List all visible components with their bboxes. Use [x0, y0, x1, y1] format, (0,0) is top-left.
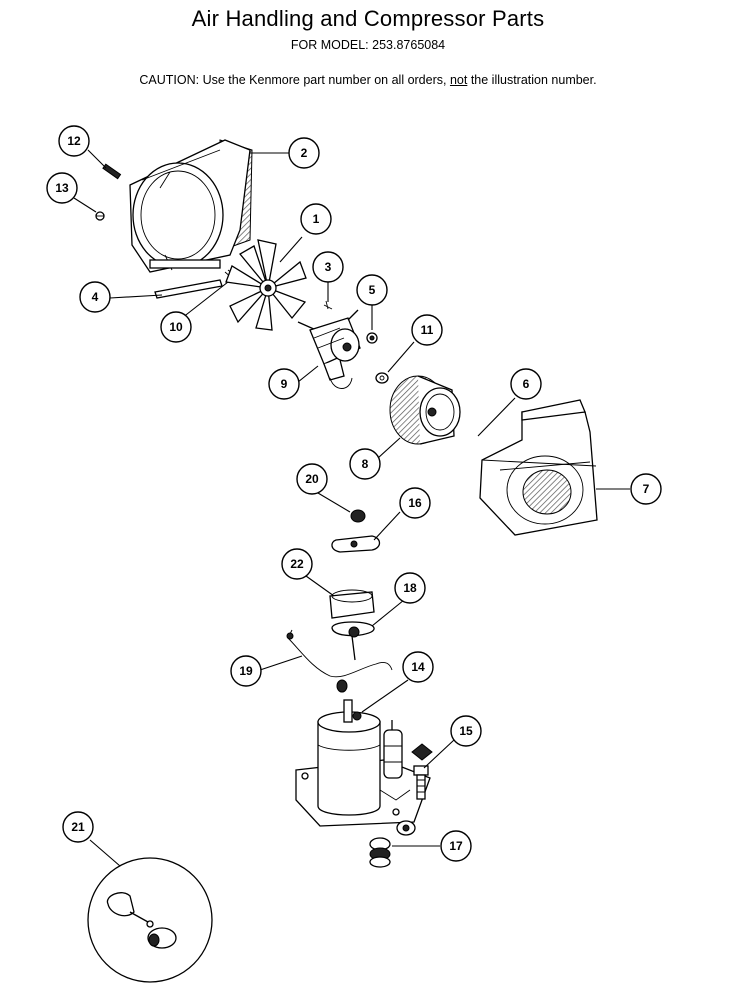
callout-4: 4 [79, 281, 111, 313]
wire-harness [286, 629, 393, 693]
svg-text:18: 18 [403, 581, 417, 595]
svg-text:9: 9 [281, 377, 288, 391]
svg-text:3: 3 [325, 260, 332, 274]
svg-text:15: 15 [459, 724, 473, 738]
caution-emphasis: not [449, 73, 468, 87]
page-title: Air Handling and Compressor Parts [191, 6, 545, 31]
callout-17: 17 [440, 830, 472, 862]
svg-text:19: 19 [239, 664, 253, 678]
callout-19: 19 [230, 655, 262, 687]
callout-6: 6 [510, 368, 542, 400]
screw-small-part [323, 300, 333, 310]
fan-blade [225, 239, 307, 331]
svg-text:12: 12 [67, 134, 81, 148]
svg-text:21: 21 [71, 820, 85, 834]
compressor-nut [350, 509, 366, 523]
callout-21: 21 [62, 811, 94, 843]
callout-9: 9 [268, 368, 300, 400]
callout-20: 20 [296, 463, 328, 495]
svg-text:13: 13 [55, 181, 69, 195]
nut-washer-stack [369, 820, 416, 868]
nut-part [366, 332, 378, 344]
svg-text:11: 11 [421, 323, 434, 337]
terminal-bolt [411, 743, 433, 800]
detail-kit [87, 857, 213, 983]
callout-2: 2 [288, 137, 320, 169]
callout-10: 10 [160, 311, 192, 343]
blower-housing [479, 399, 598, 536]
svg-text:7: 7 [643, 482, 650, 496]
callout-18: 18 [394, 572, 426, 604]
screw-part [95, 211, 105, 221]
fan-shroud [129, 139, 253, 273]
callout-3: 3 [312, 251, 344, 283]
caution-text-end: the illustration number. [467, 73, 597, 87]
svg-text:20: 20 [305, 472, 319, 486]
svg-text:4: 4 [92, 290, 99, 304]
grommet-part [329, 589, 375, 619]
caution-note: CAUTION: Use the Kenmore part number on … [0, 73, 736, 87]
caution-text: CAUTION: Use the Kenmore part number on … [139, 73, 450, 87]
svg-text:2: 2 [301, 146, 308, 160]
svg-text:14: 14 [411, 660, 425, 674]
svg-text:5: 5 [369, 283, 376, 297]
washer-plate [331, 535, 381, 553]
svg-text:10: 10 [169, 320, 183, 334]
callout-22: 22 [281, 548, 313, 580]
base-rail [154, 279, 223, 299]
compressor [295, 699, 431, 827]
svg-text:6: 6 [523, 377, 530, 391]
model-number: FOR MODEL: 253.8765084 [290, 38, 446, 52]
callout-14: 14 [402, 651, 434, 683]
svg-text:17: 17 [449, 839, 463, 853]
callout-11: 11 [411, 314, 443, 346]
callout-16: 16 [399, 487, 431, 519]
svg-text:16: 16 [408, 496, 422, 510]
callout-12: 12 [58, 125, 90, 157]
callout-8: 8 [349, 448, 381, 480]
svg-text:22: 22 [290, 557, 304, 571]
mounting-bracket [331, 621, 375, 661]
svg-text:1: 1 [313, 212, 320, 226]
washer-part [375, 372, 389, 384]
callout-15: 15 [450, 715, 482, 747]
callout-13: 13 [46, 172, 78, 204]
callout-5: 5 [356, 274, 388, 306]
callout-7: 7 [630, 473, 662, 505]
clip-part [102, 163, 122, 180]
blower-wheel [389, 375, 461, 445]
callout-1: 1 [300, 203, 332, 235]
svg-text:8: 8 [362, 457, 369, 471]
fan-motor [297, 309, 361, 389]
leader-lines [73, 149, 630, 867]
